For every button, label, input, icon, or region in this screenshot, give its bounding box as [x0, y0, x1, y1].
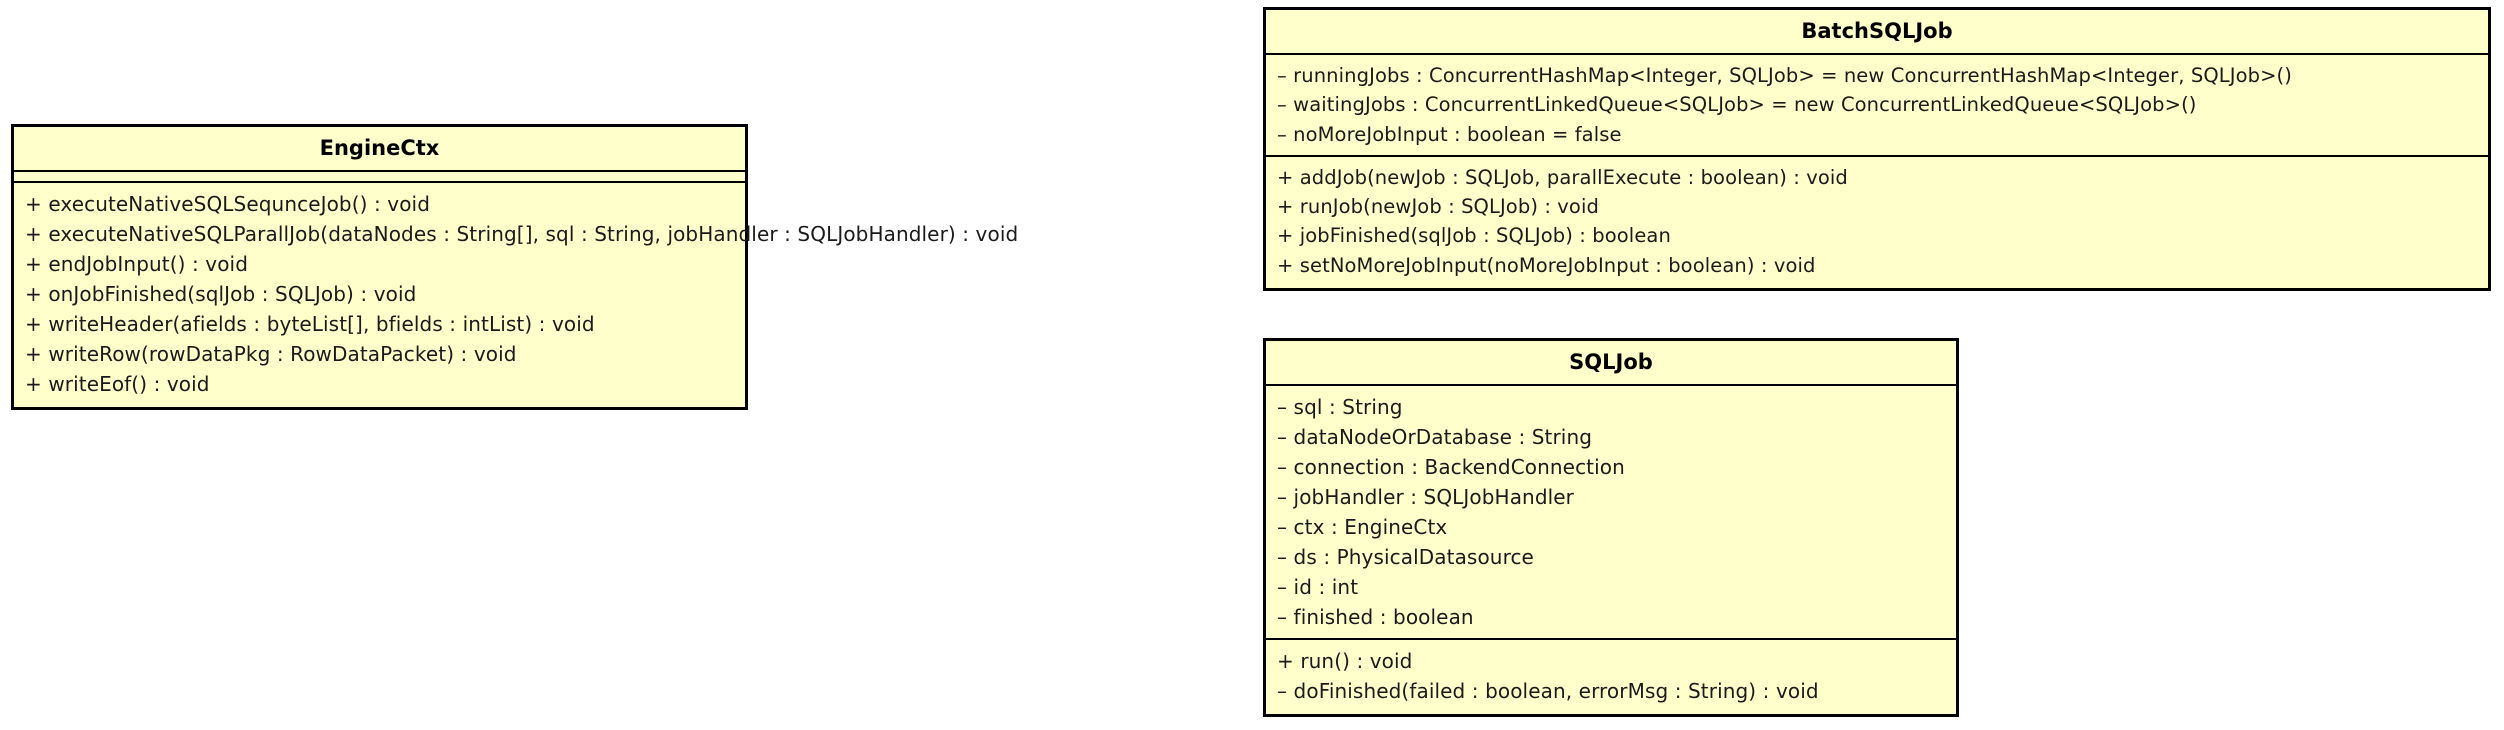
class-name-engine-ctx: EngineCtx — [14, 127, 745, 173]
operation-line: + addJob(newJob : SQLJob, parallExecute … — [1277, 165, 1848, 189]
operation-line: – doFinished(failed : boolean, errorMsg … — [1277, 679, 1819, 704]
attributes-compartment-sql-job: – sql : String – dataNodeOrDatabase : St… — [1266, 386, 1956, 641]
attribute-line: – jobHandler : SQLJobHandler — [1277, 485, 1575, 510]
attribute-line: – connection : BackendConnection — [1277, 455, 1625, 480]
attributes-compartment-batch-sql-job: – runningJobs : ConcurrentHashMap<Intege… — [1266, 55, 2488, 157]
operation-line: + writeRow(rowDataPkg : RowDataPacket) :… — [25, 342, 517, 367]
attribute-line: – sql : String — [1277, 395, 1403, 420]
attribute-line: – dataNodeOrDatabase : String — [1277, 425, 1593, 450]
attribute-line: – ds : PhysicalDatasource — [1277, 545, 1534, 570]
operation-line: + onJobFinished(sqlJob : SQLJob) : void — [25, 282, 417, 307]
operation-line: + writeEof() : void — [25, 372, 210, 397]
operation-line: + executeNativeSQLParallJob(dataNodes : … — [25, 222, 1019, 247]
operations-compartment-batch-sql-job: + addJob(newJob : SQLJob, parallExecute … — [1266, 157, 2488, 288]
operation-line: + run() : void — [1277, 649, 1413, 674]
operations-compartment-sql-job: + run() : void – doFinished(failed : boo… — [1266, 640, 1956, 714]
uml-class-sql-job[interactable]: SQLJob – sql : String – dataNodeOrDataba… — [1263, 338, 1959, 718]
attribute-line: – noMoreJobInput : boolean = false — [1277, 122, 1622, 146]
attributes-compartment-engine-ctx — [14, 172, 745, 184]
uml-class-engine-ctx[interactable]: EngineCtx + executeNativeSQLSequnceJob()… — [11, 124, 1019, 411]
uml-class-batch-sql-job[interactable]: BatchSQLJob – runningJobs : ConcurrentHa… — [1263, 7, 2491, 291]
operation-line: + runJob(newJob : SQLJob) : void — [1277, 195, 1599, 219]
attribute-line: – id : int — [1277, 575, 1359, 600]
attribute-line: – ctx : EngineCtx — [1277, 515, 1448, 540]
attribute-line: – waitingJobs : ConcurrentLinkedQueue<SQ… — [1277, 93, 2197, 117]
operation-line: + setNoMoreJobInput(noMoreJobInput : boo… — [1277, 253, 1816, 277]
operation-line: + writeHeader(afields : byteList[], bfie… — [25, 312, 595, 337]
operation-line: + endJobInput() : void — [25, 252, 248, 277]
class-name-sql-job: SQLJob — [1266, 341, 1956, 387]
attribute-line: – finished : boolean — [1277, 605, 1474, 630]
operations-compartment-engine-ctx: + executeNativeSQLSequnceJob() : void + … — [14, 183, 1019, 407]
class-name-batch-sql-job: BatchSQLJob — [1266, 10, 2488, 56]
attribute-line: – runningJobs : ConcurrentHashMap<Intege… — [1277, 64, 2292, 88]
operation-line: + jobFinished(sqlJob : SQLJob) : boolean — [1277, 224, 1671, 248]
operation-line: + executeNativeSQLSequnceJob() : void — [25, 192, 431, 217]
